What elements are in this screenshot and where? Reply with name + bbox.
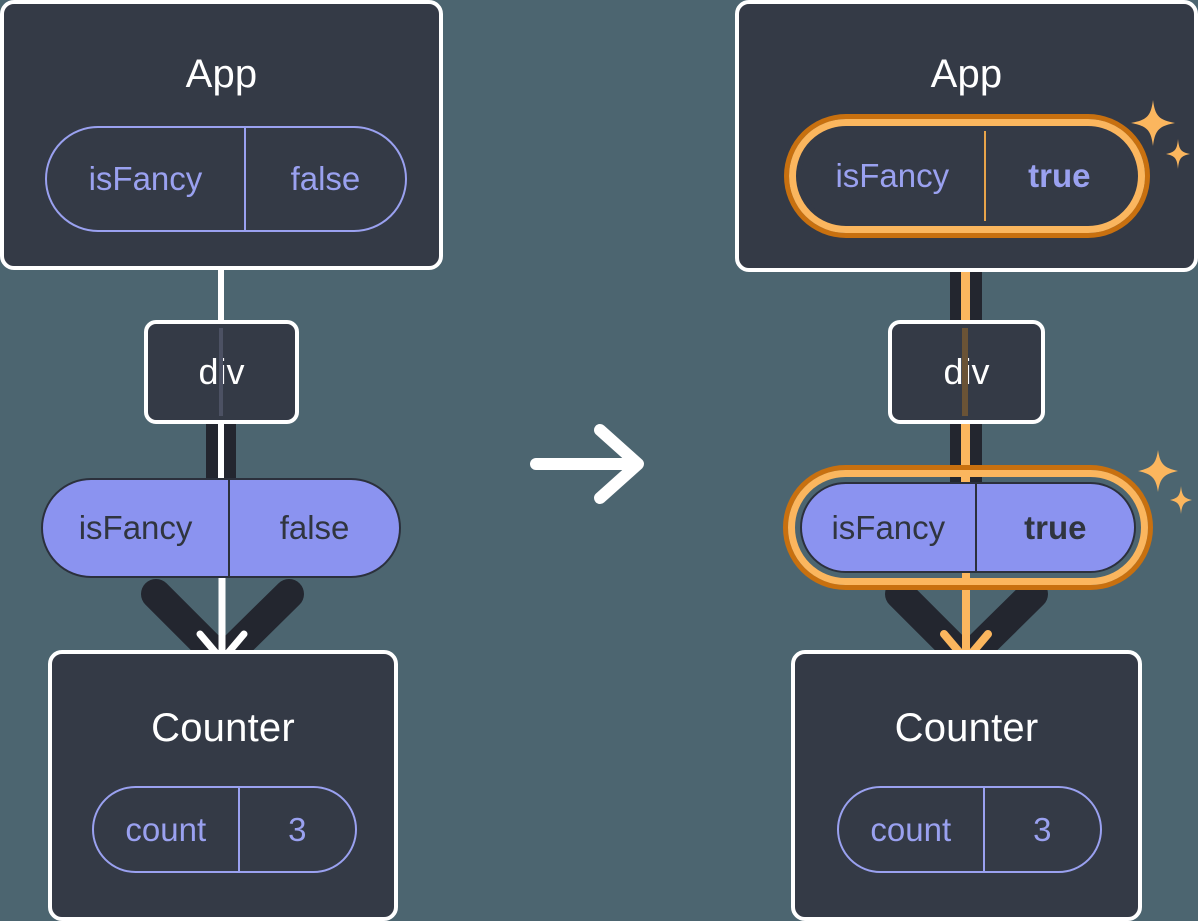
counter-state-value-after: 3: [982, 788, 1100, 871]
app-state-pill-highlight-ring-after: [789, 119, 1145, 233]
app-state-value-before: false: [243, 128, 405, 230]
counter-panel-after: Counter count 3: [791, 650, 1142, 921]
connector-app-to-div-before: [218, 268, 224, 322]
prop-key-after: isFancy: [831, 508, 946, 546]
app-state-key-before: isFancy: [88, 160, 203, 197]
connector-div-to-prop-core-after: [961, 420, 970, 482]
counter-state-key-before: count: [125, 810, 207, 848]
prop-pill-highlight-ring-after: [788, 470, 1148, 585]
app-state-pill-after: isFancy true: [801, 131, 1133, 221]
counter-title-after: Counter: [894, 706, 1039, 750]
app-state-pill-before: isFancy false: [45, 126, 407, 232]
connector-div-to-prop-core-before: [218, 420, 224, 482]
counter-state-value-before: 3: [237, 788, 355, 871]
app-panel-before: App isFancy false: [0, 0, 443, 270]
transition-arrow-icon: [528, 422, 652, 506]
prop-value-after: true: [974, 484, 1134, 571]
app-title-after: App: [930, 52, 1003, 96]
prop-key-before: isFancy: [78, 509, 193, 546]
sparkles-icon-app-after: [1128, 98, 1194, 174]
counter-state-pill-after: count 3: [837, 786, 1102, 873]
sparkles-icon-prop-after: [1136, 448, 1196, 516]
app-state-key-after: isFancy: [835, 157, 950, 194]
div-internal-line-after: [962, 328, 968, 416]
app-state-value-after: true: [983, 131, 1133, 221]
prop-pill-before: isFancy false: [41, 478, 401, 578]
div-internal-line-before: [219, 328, 223, 416]
counter-panel-before: Counter count 3: [48, 650, 398, 921]
prop-value-before: false: [228, 480, 399, 576]
app-title-before: App: [185, 52, 258, 96]
counter-state-key-after: count: [870, 810, 952, 848]
counter-title-before: Counter: [151, 706, 295, 750]
prop-pill-after: isFancy true: [800, 482, 1136, 573]
counter-state-pill-before: count 3: [92, 786, 357, 873]
